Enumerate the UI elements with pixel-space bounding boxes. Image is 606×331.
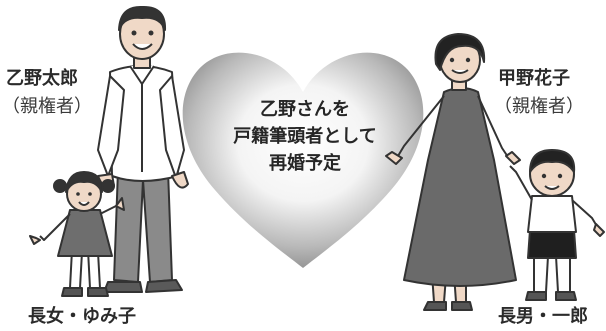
father-figure [97, 5, 189, 293]
son-label: 長男・一郎 [498, 306, 588, 327]
heart-caption-line-3: 再婚予定 [269, 153, 341, 174]
mother-name: 甲野花子 [498, 68, 570, 89]
heart-caption: 乙野さんを 戸籍筆頭者として 再婚予定 [210, 96, 400, 177]
mother-figure [385, 33, 521, 311]
mother-role: （親権者） [494, 96, 584, 117]
father-name: 乙野太郎 [6, 68, 78, 89]
daughter-label: 長女・ゆみ子 [28, 306, 136, 327]
heart-shape [182, 52, 424, 268]
daughter-figure [29, 171, 125, 297]
heart-caption-line-2: 戸籍筆頭者として [233, 126, 377, 147]
heart-caption-line-1: 乙野さんを [260, 99, 350, 120]
father-role: （親権者） [2, 96, 92, 117]
son-figure [509, 149, 605, 301]
